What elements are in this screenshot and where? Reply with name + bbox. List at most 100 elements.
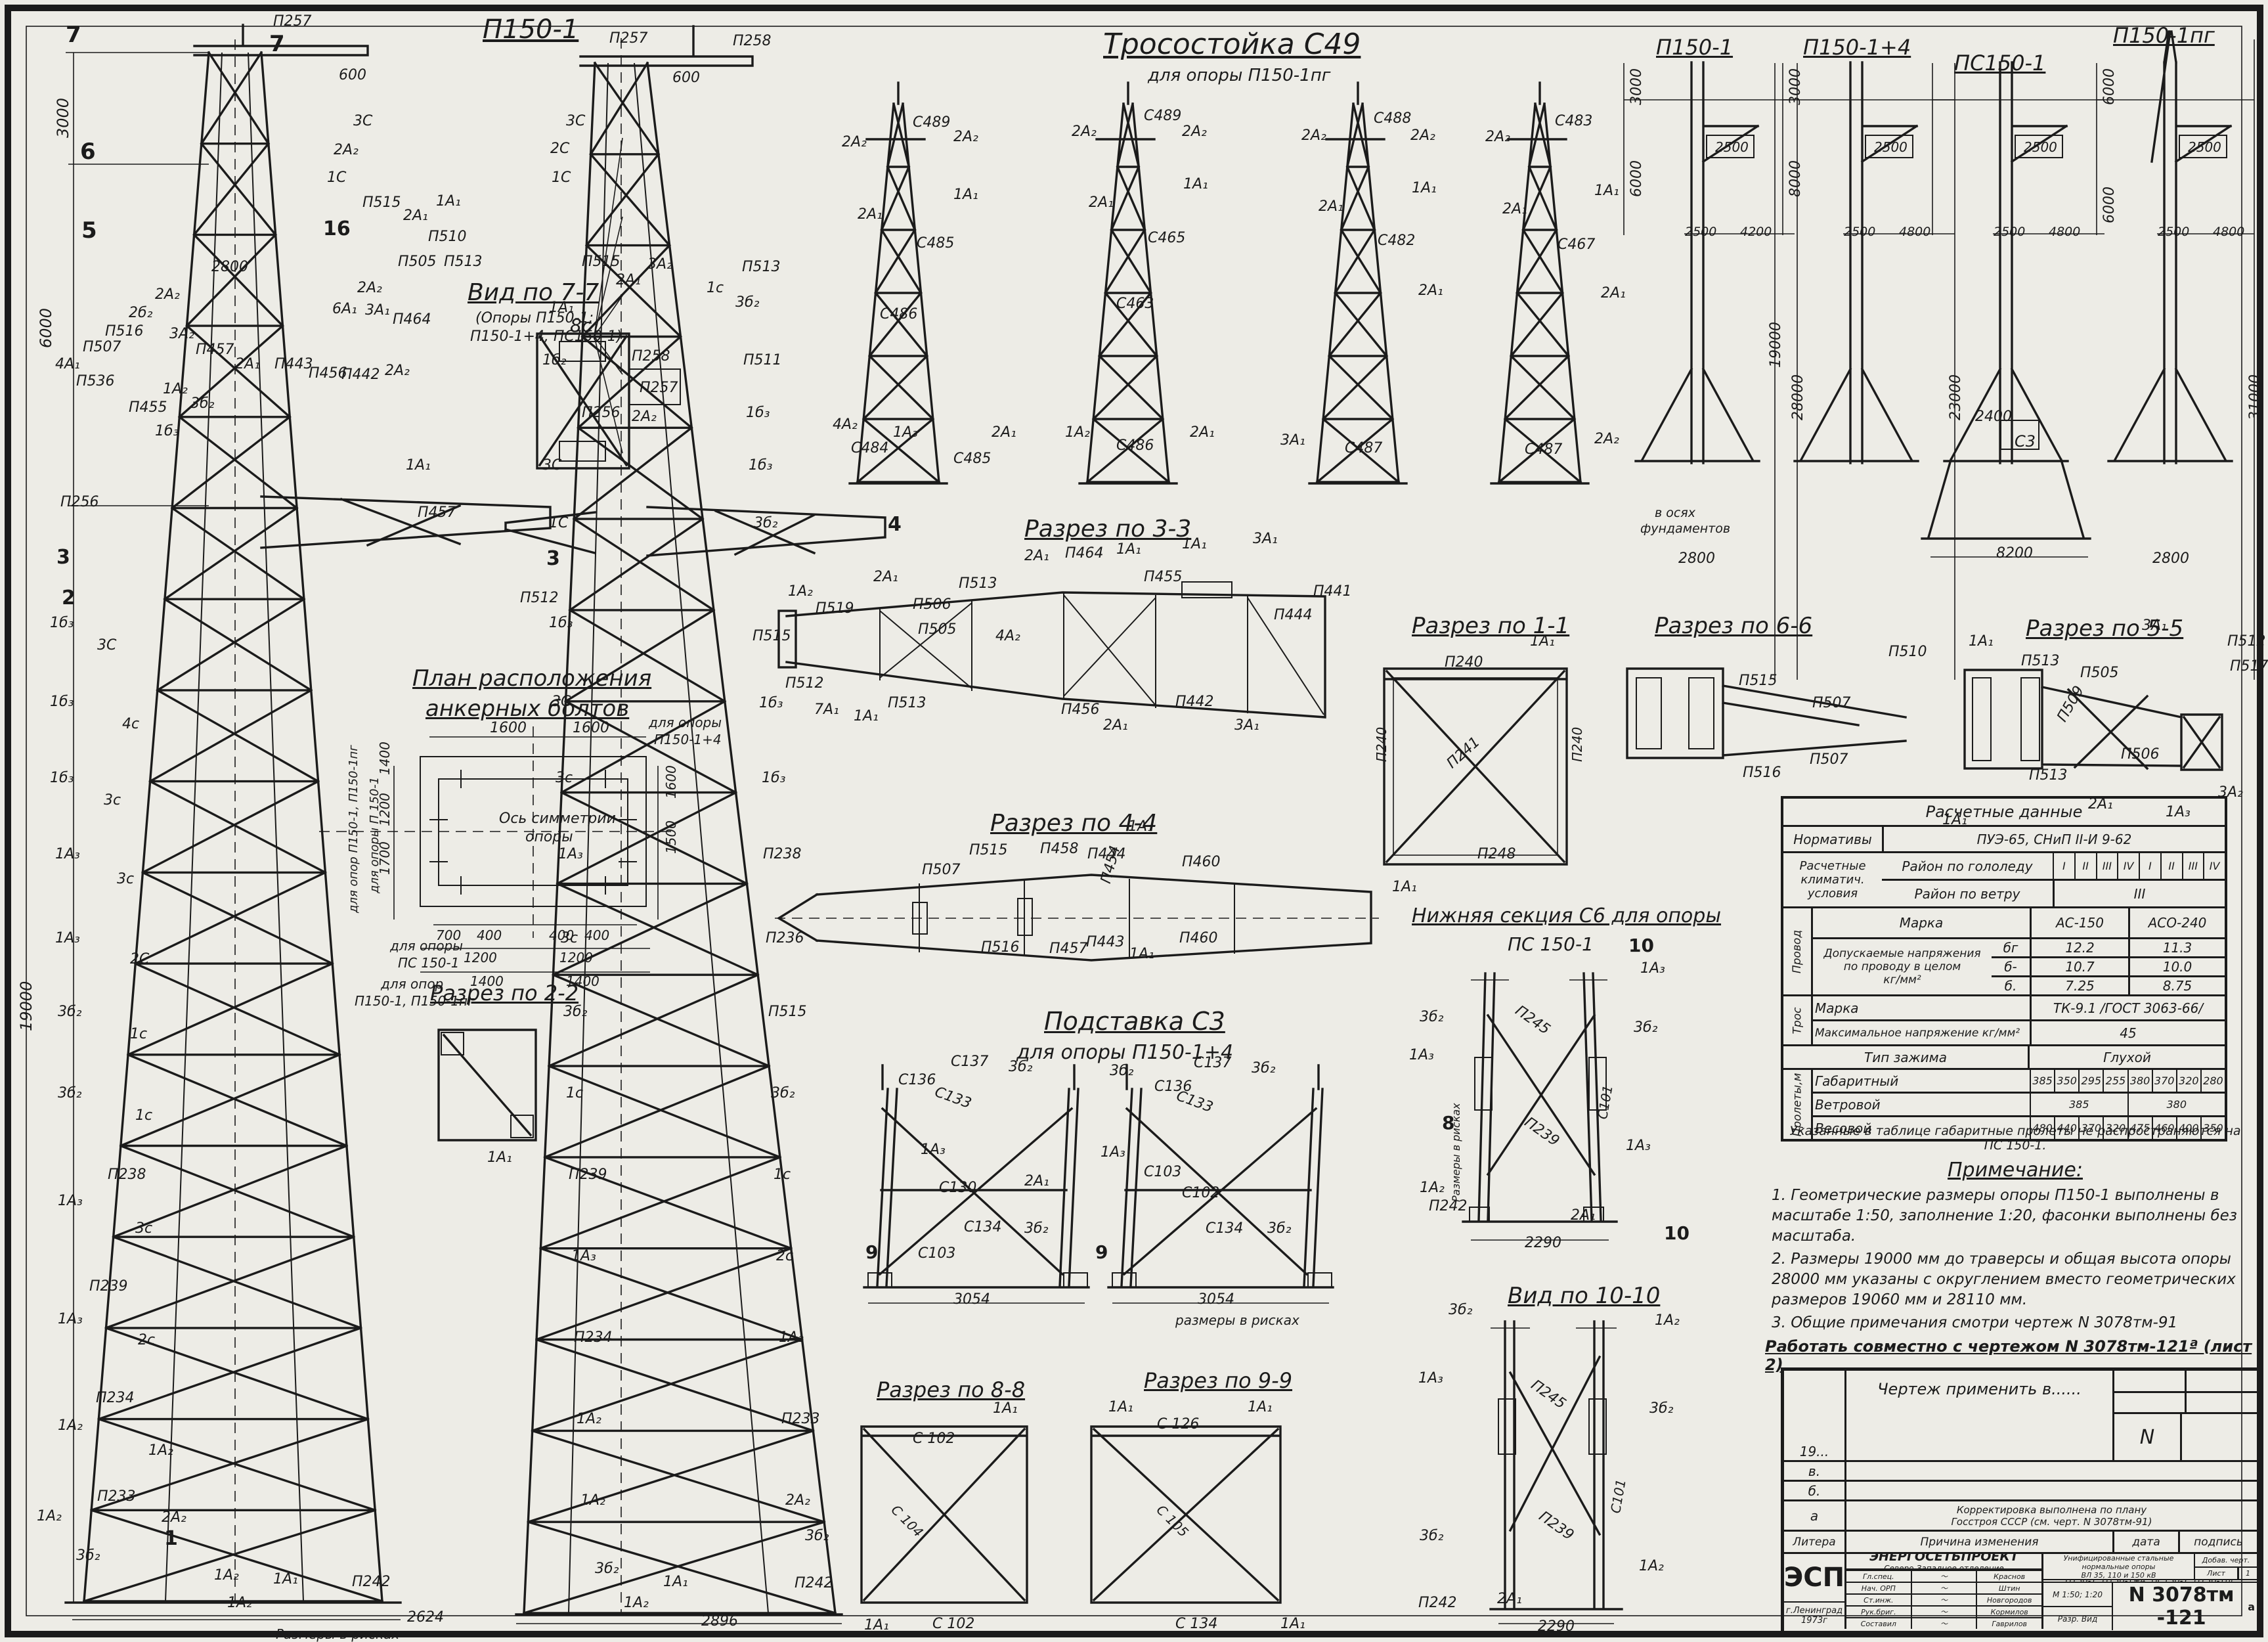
span-wind-label: Ветровой: [1815, 1096, 1881, 1113]
part-label: 3б₂: [735, 294, 760, 311]
view-title: анкерных болтов: [425, 696, 630, 722]
part-label: П455: [1144, 569, 1183, 585]
part-label: 2А₂: [1072, 123, 1097, 140]
part-label: С484: [851, 440, 889, 456]
part-label: П513: [959, 575, 997, 592]
part-label: П245: [1512, 1002, 1554, 1038]
view-title: Нижняя секция С6 для опоры: [1412, 904, 1722, 927]
sigma-m-v1: 10.7: [2030, 958, 2128, 975]
mast2: [1085, 102, 1171, 484]
section5-5: [1963, 669, 2223, 771]
part-label: 2А₁: [1024, 548, 1049, 564]
part-label: 8: [1442, 1112, 1455, 1134]
part-label: П515: [582, 254, 621, 270]
table-wire-m2: АСО-240: [2128, 908, 2225, 937]
part-label: 2А₂: [155, 286, 180, 303]
part-label: С130: [939, 1180, 977, 1196]
part-label: 3000: [54, 97, 72, 138]
part-label: 1б₃: [759, 695, 783, 711]
anchor-bolts: [429, 770, 637, 895]
view-title: Подставка С3: [1044, 1007, 1225, 1036]
signer-row: Составил〜Гаврилов: [1846, 1617, 2041, 1629]
part-label: 1А₃: [1101, 1144, 1125, 1161]
part-label: П516: [1743, 765, 1781, 781]
section4-4-gusset1: [912, 902, 928, 935]
part-label: 1А₁: [993, 1400, 1018, 1417]
part-label: 1А₁: [1248, 1399, 1273, 1415]
part-label: П248: [1477, 846, 1516, 862]
table-cell: 295: [2078, 1070, 2103, 1092]
part-label: 5: [81, 217, 97, 244]
part-label: 1600: [573, 720, 609, 736]
part-label: 1А₂: [624, 1595, 649, 1611]
part-label: П256: [60, 494, 99, 510]
part-label: 1А₃: [1640, 960, 1665, 977]
part-label: 2б₂: [129, 305, 153, 321]
notes-block: Указанные в таблице габаритные пролеты н…: [1765, 1124, 2265, 1374]
part-label: С133: [932, 1084, 974, 1113]
signer-row: Гл.спец.〜Краснов: [1846, 1570, 2041, 1582]
tb-org: ЭНЕРГОСЕТЬПРОЕКТ Северо-Западное отделен…: [1869, 1554, 2018, 1568]
part-label: 1А₂: [227, 1595, 252, 1611]
part-label: П442: [341, 366, 380, 383]
view-title: Разрез по 2-2: [430, 981, 579, 1006]
part-label: С463: [1116, 296, 1154, 312]
part-label: 3с: [556, 770, 573, 786]
part-label: С488: [1374, 110, 1412, 127]
part-label: 2С: [130, 951, 150, 967]
part-label: 2А₂: [334, 142, 359, 158]
tb-apply-note: Чертеж применить в......: [1844, 1371, 2112, 1460]
part-label: 2А₁: [1418, 282, 1443, 299]
view-title: Разрез по 1-1: [1412, 613, 1570, 639]
rope-marka-label: Марка: [1815, 1000, 1859, 1016]
table-wire-m1: АС-150: [2030, 908, 2128, 937]
part-label: П238: [108, 1166, 146, 1183]
table-cell: 385: [2030, 1070, 2054, 1092]
part-label: П509: [2054, 683, 2088, 725]
part-label: 1А₃: [1418, 1370, 1443, 1387]
part-label: 2А₁: [1571, 1207, 1596, 1224]
span-gabarit-label: Габаритный: [1815, 1073, 1899, 1089]
part-label: 1400: [470, 973, 504, 989]
part-label: 1А₁: [1108, 1399, 1133, 1415]
part-label: 1200: [464, 950, 497, 965]
part-label: 1б₃: [155, 423, 179, 439]
part-label: 1А₁: [1392, 879, 1417, 895]
part-label: 1А₂: [1065, 424, 1090, 441]
sigma-e-v1: 7.25: [2030, 977, 2128, 994]
part-label: П519: [816, 600, 854, 617]
part-label: 1А₁: [854, 708, 879, 724]
table-wire-marka-label: Марка: [1899, 915, 1944, 931]
part-label: 2А₂: [357, 280, 382, 296]
part-label: 2500: [1994, 225, 2026, 239]
part-label: П150-1+4, ПС150-1): [470, 328, 622, 345]
view-title: Разрез по 3-3: [1024, 516, 1192, 543]
part-label: 3: [56, 546, 70, 569]
part-label: П234: [574, 1329, 613, 1346]
part-label: 3б₂: [58, 1085, 82, 1101]
part-label: П505: [2080, 665, 2119, 681]
view-title: Разрез по 8-8: [877, 1377, 1026, 1402]
rope-marka-value: ТК-9.1 /ГОСТ 3063-66/: [2030, 996, 2225, 1019]
part-label: 3с: [135, 1220, 153, 1237]
part-label: 3С: [97, 637, 117, 654]
part-label: П515: [969, 842, 1008, 858]
sigma-e-v2: 8.75: [2128, 977, 2225, 994]
part-label: 2А₁: [1190, 424, 1215, 441]
part-label: 1А₂: [58, 1417, 83, 1434]
part-label: 1А₁: [406, 457, 431, 474]
part-label: 9: [865, 1241, 879, 1263]
part-label: 1С: [549, 515, 569, 531]
part-label: П457: [1049, 941, 1088, 957]
part-label: 3б₂: [1252, 1060, 1276, 1076]
view-title: ПС150-1: [1954, 51, 2046, 76]
part-label: 8с: [570, 315, 592, 336]
tb-esp-logo: ЭСП: [1784, 1563, 1844, 1593]
part-label: 23000: [1948, 374, 1964, 420]
